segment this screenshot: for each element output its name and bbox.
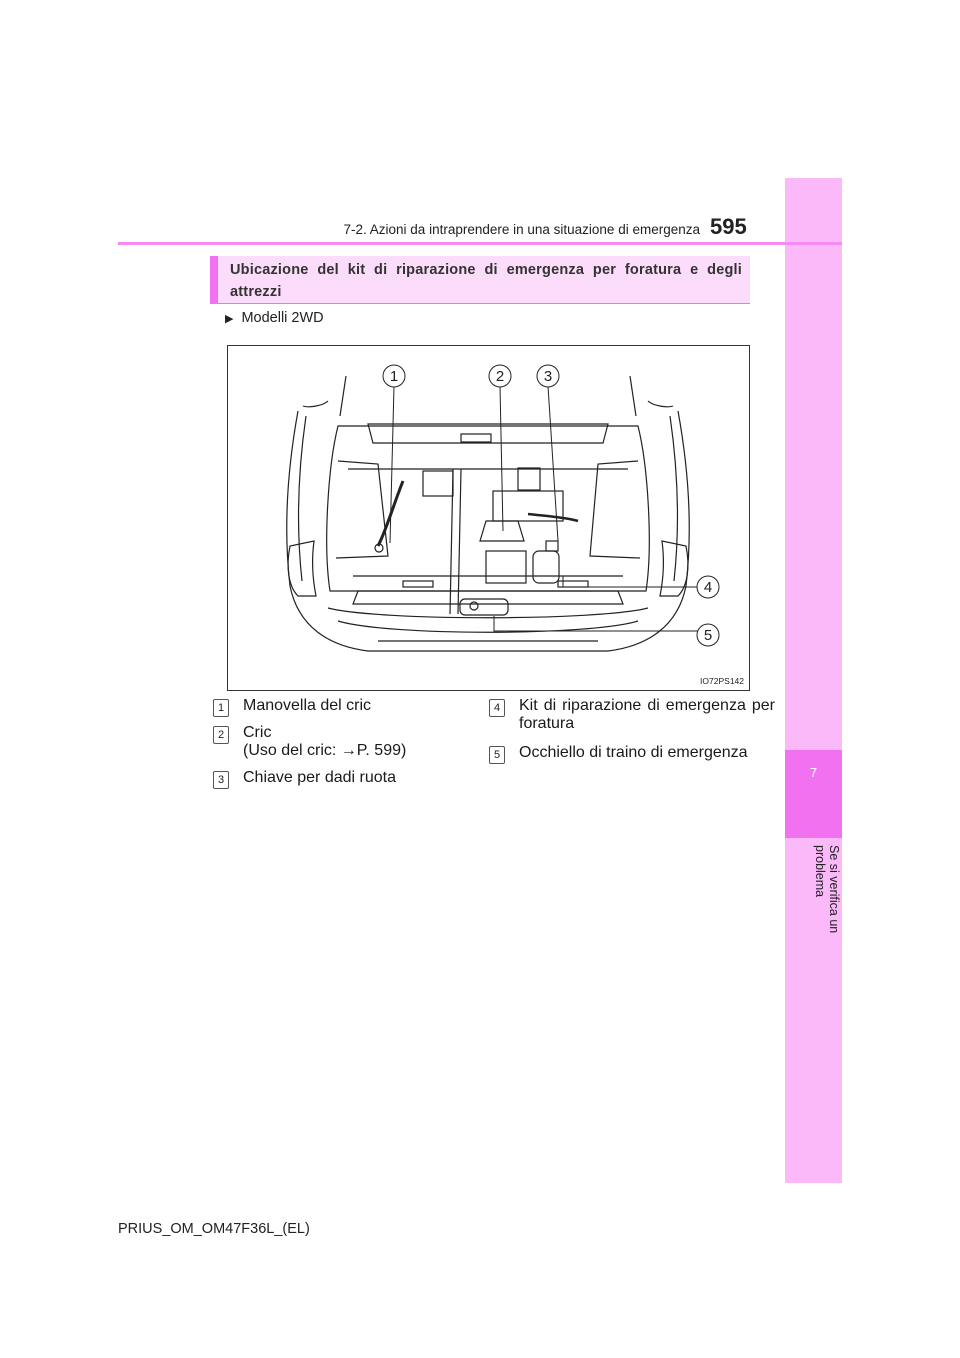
header-rule: [118, 242, 842, 245]
callout-2: 2: [496, 368, 504, 385]
variant-label: Modelli 2WD: [241, 310, 324, 326]
footer-code: PRIUS_OM_OM47F36L_(EL): [118, 1221, 310, 1237]
triangle-marker-icon: ▶: [225, 313, 234, 325]
legend-number-5: 5: [489, 746, 505, 764]
trunk-illustration: 1 2 3 4 5 IO72PS142: [227, 345, 750, 691]
legend-number-2: 2: [213, 726, 229, 744]
callout-5: 5: [704, 627, 712, 644]
side-tab-chapter-block: [785, 750, 842, 838]
trunk-drawing: 1 2 3 4 5 IO72PS142: [286, 364, 744, 686]
legend-text-3: Chiave per dadi ruota: [243, 769, 396, 786]
callout-3: 3: [544, 368, 552, 385]
legend-subtext-2: (Uso del cric: →P. 599): [243, 742, 407, 759]
chapter-number: 7: [809, 765, 818, 780]
figure-code: IO72PS142: [700, 676, 744, 686]
section-heading-box: Ubicazione del kit di riparazione di eme…: [210, 256, 750, 303]
chapter-label: Se si verifica un problema: [813, 845, 841, 934]
callout-4: 4: [704, 579, 712, 596]
legend-text-2: Cric: [243, 724, 272, 741]
legend-text-1: Manovella del cric: [243, 697, 372, 714]
legend-text-5: Occhiello di traino di emergenza: [519, 744, 748, 761]
legend-number-1: 1: [213, 699, 229, 717]
legend-number-4: 4: [489, 699, 505, 717]
page-number: 595: [710, 214, 747, 239]
legend-number-3: 3: [213, 771, 229, 789]
callout-1: 1: [390, 368, 398, 385]
variant-line: ▶ Modelli 2WD: [225, 310, 324, 326]
side-tab-strip: [785, 178, 842, 1183]
legend-text-4: Kit di riparazione di emergenza per fora…: [519, 697, 775, 732]
header-title: 7-2. Azioni da intraprendere in una situ…: [343, 222, 700, 237]
section-rule: [210, 303, 750, 304]
section-title: Ubicazione del kit di riparazione di eme…: [230, 262, 742, 300]
